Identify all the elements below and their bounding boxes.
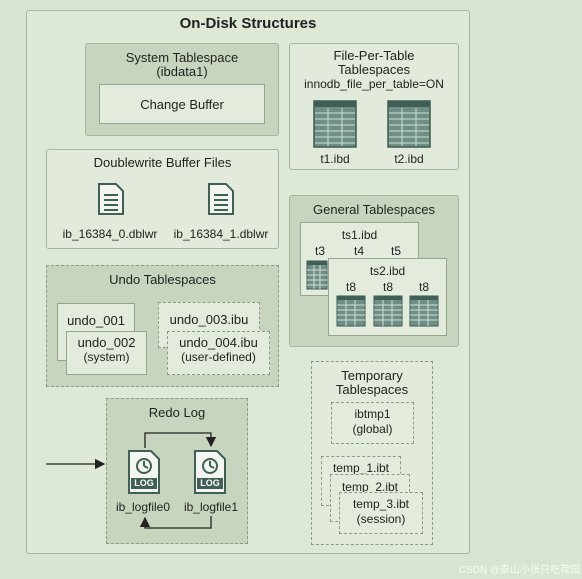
undo-file-label: undo_001 <box>67 313 125 328</box>
document-icon <box>208 183 234 215</box>
ibtmp-sublabel: (global) <box>352 422 393 436</box>
table-icon <box>336 295 366 327</box>
change-buffer-label: Change Buffer <box>140 96 224 112</box>
document-icon <box>98 183 124 215</box>
ts2-label: ts2.ibd <box>369 264 406 278</box>
redo-file-0: ib_logfile0 <box>115 500 171 514</box>
file-label: t2.ibd <box>394 152 424 166</box>
ts1-table-label: t5 <box>390 244 401 258</box>
temp-file-label: temp_1.ibt <box>332 461 390 475</box>
log-icon-text: LOG <box>200 478 220 488</box>
ts1-label: ts1.ibd <box>341 228 378 242</box>
log-icon-text: LOG <box>134 478 154 488</box>
system-tablespace-subtitle: (ibdata1) <box>156 64 208 79</box>
table-icon <box>387 100 431 148</box>
ts1-table-label: t3 <box>314 244 325 258</box>
file-label: t1.ibd <box>320 152 350 166</box>
change-buffer-box: Change Buffer <box>99 84 265 124</box>
log-file-icon <box>128 450 160 494</box>
system-tablespace-title: System Tablespace <box>125 50 239 65</box>
table-icon <box>409 295 439 327</box>
temp-file-label: temp_3.ibt <box>352 497 410 511</box>
main-title: On-Disk Structures <box>179 15 317 32</box>
undo-file-box <box>167 331 270 375</box>
file-per-table-title: File-Per-Table <box>333 48 415 63</box>
undo-file-label: undo_004.ibu <box>179 335 258 350</box>
ts2-table-label: t8 <box>345 280 356 294</box>
temp-file-label: temp_2.ibt <box>341 480 399 494</box>
undo-file-label: (user-defined) <box>181 350 256 364</box>
redo-file-1: ib_logfile1 <box>183 500 239 514</box>
file-per-table-subtitle: Tablespaces <box>337 62 411 77</box>
general-tablespaces-title: General Tablespaces <box>313 202 435 217</box>
watermark: CSDN @泰山小张只吃荷园 <box>458 565 580 576</box>
log-file-icon <box>194 450 226 494</box>
file-per-table-setting: innodb_file_per_table=ON <box>304 77 444 91</box>
dblwr-file-0: ib_16384_0.dblwr <box>62 227 158 241</box>
undo-file-label: undo_003.ibu <box>169 312 249 327</box>
table-icon <box>306 260 328 290</box>
temporary-tablespaces-title: Temporary <box>341 368 403 383</box>
doublewrite-title: Doublewrite Buffer Files <box>93 155 232 170</box>
redo-log-title: Redo Log <box>148 405 206 420</box>
ts2-table-label: t8 <box>382 280 393 294</box>
doublewrite-box <box>46 149 279 249</box>
table-icon <box>313 100 357 148</box>
table-icon <box>373 295 403 327</box>
ibtmp-label: ibtmp1 <box>354 407 391 421</box>
temp-file-box <box>339 492 423 534</box>
ibtmp-box <box>331 402 414 444</box>
ts1-table-label: t4 <box>353 244 364 258</box>
undo-file-box <box>66 331 147 375</box>
temporary-tablespaces-subtitle: Tablespaces <box>335 382 409 397</box>
temp-file-sublabel: (session) <box>356 512 406 526</box>
ts2-table-label: t8 <box>418 280 429 294</box>
undo-file-label: (system) <box>83 350 130 364</box>
dblwr-file-1: ib_16384_1.dblwr <box>173 227 269 241</box>
undo-file-label: undo_002 <box>77 335 136 350</box>
undo-tablespaces-title: Undo Tablespaces <box>109 272 216 287</box>
